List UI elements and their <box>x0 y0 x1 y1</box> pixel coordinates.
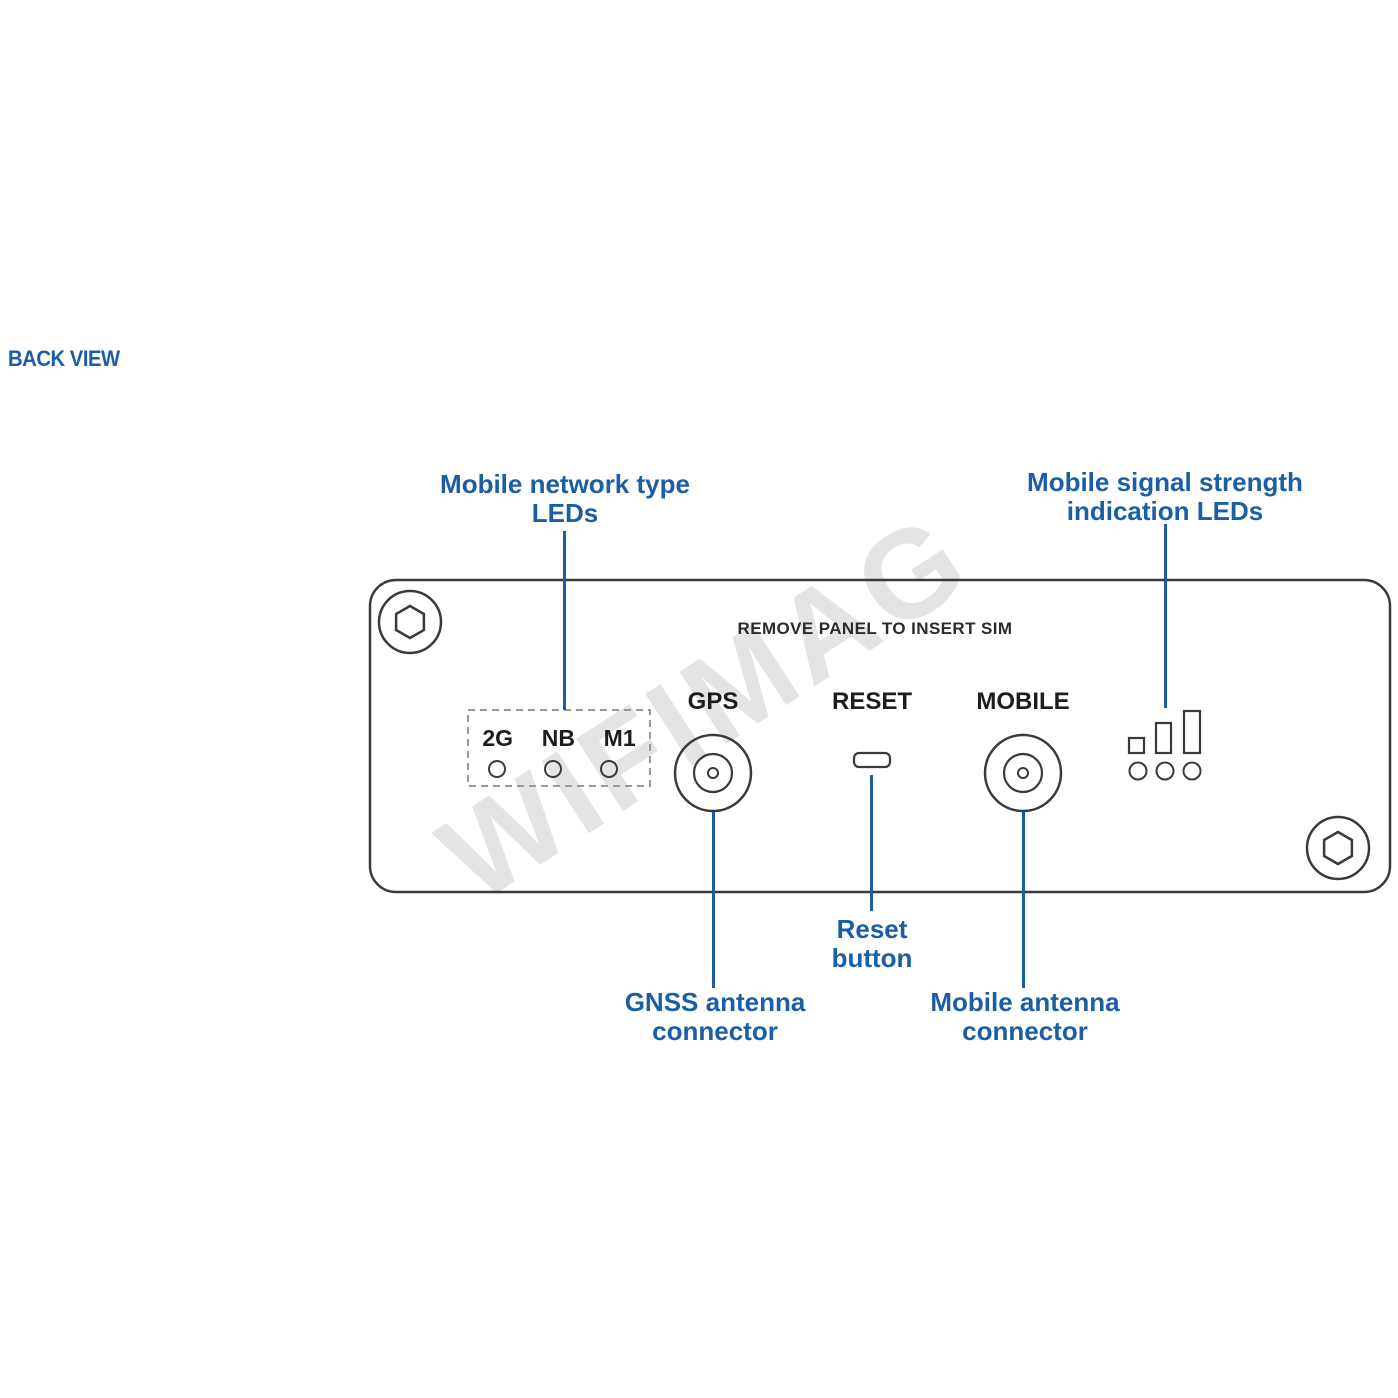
signal-bar-large <box>1182 709 1202 755</box>
callout-line-gnss-connector <box>712 812 715 988</box>
signal-led-3-icon <box>1182 761 1202 781</box>
signal-led-1-icon <box>1128 761 1148 781</box>
signal-strength-bars-icon <box>1127 709 1202 755</box>
signal-bar-small <box>1127 736 1146 755</box>
network-led-labels: 2G NB M1 <box>468 725 650 752</box>
network-led-label-m1: M1 <box>603 725 636 751</box>
network-led-label-2g: 2G <box>482 725 514 751</box>
screw-top-left-icon <box>377 589 443 655</box>
sim-panel-note: REMOVE PANEL TO INSERT SIM <box>737 619 1013 638</box>
callout-reset-button: Reset button <box>831 914 913 974</box>
callout-mobile-connector: Mobile antenna connector <box>930 987 1120 1047</box>
reset-button-icon <box>852 751 892 769</box>
mobile-port-label: MOBILE <box>976 688 1070 715</box>
mobile-connector-icon <box>983 733 1063 813</box>
callout-gnss-connector: GNSS antenna connector <box>624 987 806 1047</box>
callout-line-signal-leds <box>1164 524 1167 708</box>
screw-bottom-right-icon <box>1305 815 1371 881</box>
network-led-nb-icon <box>544 760 562 778</box>
signal-bar-medium <box>1154 721 1173 755</box>
callout-signal-leds: Mobile signal strength indication LEDs <box>1027 467 1303 527</box>
panel-outline <box>368 578 1392 894</box>
gps-connector-icon <box>673 733 753 813</box>
network-led-label-nb: NB <box>541 725 575 751</box>
callout-line-reset-button <box>870 775 873 911</box>
device-panel-drawing <box>368 578 1392 894</box>
callout-line-network-leds <box>563 531 566 710</box>
signal-led-2-icon <box>1155 761 1175 781</box>
callout-network-leds: Mobile network type LEDs <box>440 469 690 529</box>
network-led-circles <box>488 760 618 778</box>
signal-led-circles <box>1128 761 1202 781</box>
reset-port-label: RESET <box>831 688 912 715</box>
network-led-2g-icon <box>488 760 506 778</box>
callout-line-mobile-connector <box>1022 812 1025 988</box>
network-leds-box <box>467 709 651 787</box>
page-title: BACK VIEW <box>8 346 120 371</box>
network-led-m1-icon <box>600 760 618 778</box>
gps-port-label: GPS <box>687 688 739 715</box>
